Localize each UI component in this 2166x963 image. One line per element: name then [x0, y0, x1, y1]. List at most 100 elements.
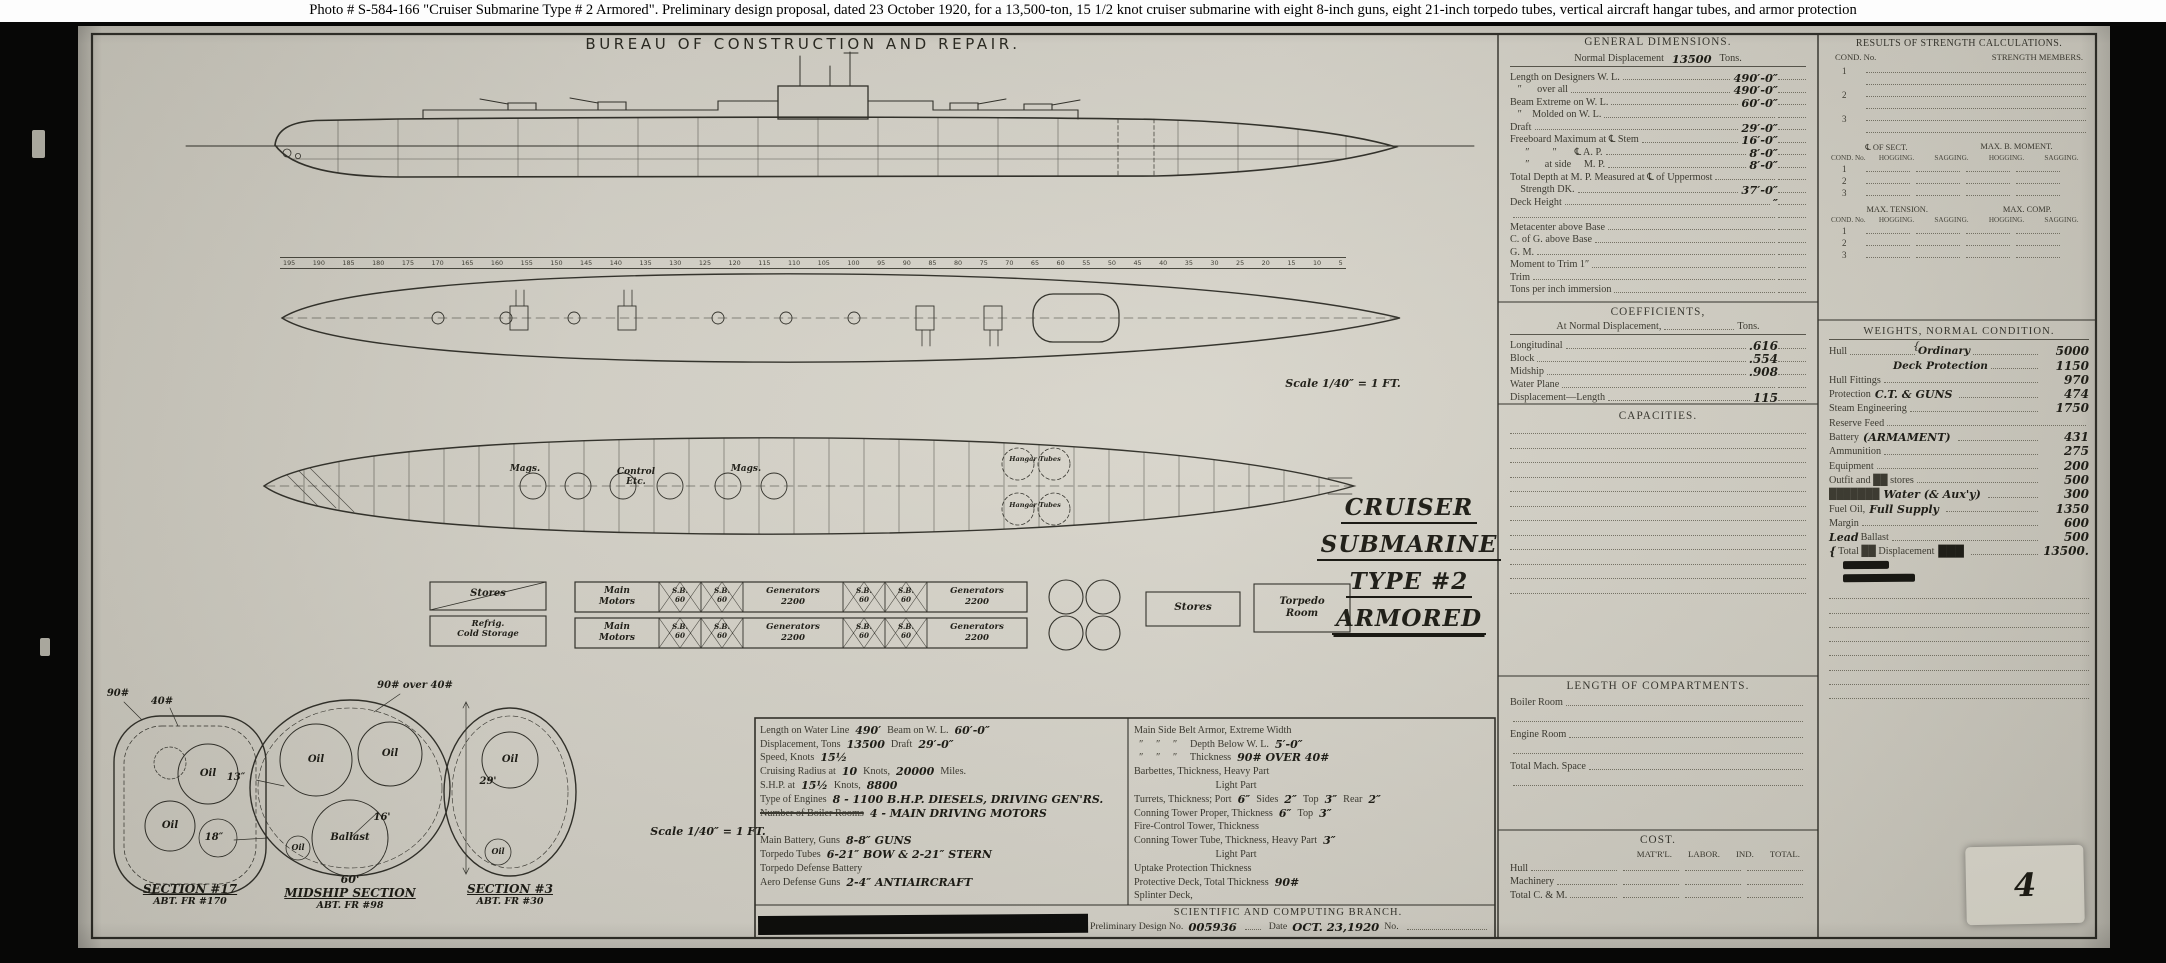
frame-number: 160 — [490, 258, 504, 267]
main-motors-line: Motors — [599, 596, 635, 607]
magazines-aft-label: Mags. — [730, 464, 762, 474]
divider — [1510, 66, 1806, 67]
form-row: ″ at side M. P. 8′-0″ — [1510, 158, 1806, 171]
form-row: Beam Extreme on W. L. 60′-0″ — [1510, 95, 1806, 108]
form-row — [1510, 772, 1806, 788]
field-label: Torpedo Tubes — [760, 848, 821, 860]
field-value: 29′-0″ — [918, 737, 954, 751]
frame-number: 90 — [902, 258, 911, 267]
form-row: 1 — [1829, 162, 2089, 174]
field-label: Torpedo Defense Battery — [760, 862, 863, 874]
form-row: 2 — [1829, 174, 2089, 186]
dotted-leader — [1778, 204, 1806, 205]
dotted-leader — [1510, 433, 1806, 434]
dotted-leader — [1778, 291, 1806, 293]
form-row: Hull — [1510, 860, 1806, 874]
field-label: Main Battery, Guns — [760, 835, 840, 847]
field-label: Speed, Knots — [760, 752, 815, 764]
field-label: Displacement—Length — [1510, 392, 1606, 403]
field-label: Draft — [890, 738, 913, 750]
field-value: 13500 — [846, 737, 885, 751]
form-row: 3 — [1829, 248, 2089, 260]
main-motors-line: Main — [604, 622, 630, 632]
dotted-leader — [1605, 154, 1747, 155]
ballast-tank-label: Ballast — [330, 832, 370, 843]
dotted-leader — [1406, 928, 1487, 930]
frame-number: 145 — [580, 258, 593, 267]
machinery-diagram — [429, 579, 1351, 651]
dotted-leader — [1778, 79, 1806, 80]
form-row: Fuel Oil, Full Supply 1350 — [1829, 500, 2089, 515]
film-speck — [40, 638, 50, 656]
dotted-leader — [1966, 256, 2010, 258]
scale-note-upper: Scale 1/40″ = 1 FT. — [1285, 377, 1401, 390]
column-header: HOGGING. — [1988, 154, 2025, 162]
blank-form-row — [1510, 553, 1806, 568]
oil-tank-label: Oil — [307, 754, 325, 765]
panel-title: GENERAL DIMENSIONS. — [1584, 36, 1732, 48]
dimension-18in-label: 18″ — [204, 832, 224, 843]
dotted-leader — [1513, 784, 1803, 786]
field-value: 2″ — [1368, 792, 1381, 806]
dotted-leader — [1570, 897, 1617, 898]
condition-number: 3 — [1842, 113, 1847, 124]
dotted-leader — [1513, 720, 1803, 722]
handwritten-insert: Water (& Aux'y) — [1883, 488, 1981, 502]
dotted-leader — [2016, 182, 2060, 184]
dotted-leader — [1866, 83, 2086, 85]
brace-mark: { — [1913, 340, 1920, 352]
spec-row: Number of Boiler Rooms 4 - MAIN DRIVING … — [760, 805, 1122, 819]
dotted-leader — [1891, 539, 2038, 541]
field-value: .908 — [1748, 365, 1778, 379]
field-value: 16′-0″ — [1741, 133, 1778, 147]
dotted-leader — [1595, 241, 1775, 243]
capacities-panel: CAPACITIES. — [1502, 410, 1814, 596]
field-label: ″ ″ ″ Thickness — [1134, 752, 1232, 764]
switchboard-label: S.B.60 — [671, 622, 688, 640]
frame-number: 195 — [283, 258, 296, 267]
field-value: Ordinary — [1918, 345, 1971, 358]
blank-form-row — [1510, 567, 1806, 582]
field-label: Uptake Protection Thickness — [1134, 862, 1252, 874]
field-label: Beam on W. L. — [887, 724, 949, 736]
field-label: Trim — [1510, 271, 1531, 283]
field-value: 275 — [2063, 444, 2089, 459]
dotted-leader — [1533, 279, 1775, 280]
blank-form-row — [1510, 451, 1806, 466]
dotted-leader — [1970, 553, 2038, 555]
dotted-leader — [1778, 229, 1806, 230]
specs-left: Length on Water Line 490′ Beam on W. L. … — [760, 722, 1122, 888]
dotted-leader — [1546, 373, 1746, 375]
spec-row: Torpedo Defense Battery — [760, 860, 1122, 874]
main-motors-label: Main Motors — [575, 622, 659, 643]
switchboard-label: S.B.60 — [713, 622, 730, 640]
frame-number: 35 — [1184, 258, 1193, 267]
dotted-leader — [1945, 511, 2038, 513]
dotted-leader — [1829, 612, 2089, 614]
field-label: Conning Tower Proper, Thickness — [1134, 807, 1273, 819]
column-header: MAT'R'L. — [1636, 849, 1672, 859]
spec-row: ″ ″ ″ Thickness 90# OVER 40# — [1134, 750, 1492, 764]
form-row: 1 — [1829, 224, 2089, 236]
field-value: 2″ — [1284, 792, 1297, 806]
dotted-leader — [1829, 684, 2089, 686]
frame-number: 25 — [1236, 258, 1245, 267]
frame-number: 10 — [1312, 258, 1322, 267]
form-row: Midship .908 — [1510, 364, 1806, 379]
form-row: Ammunition 275 — [1829, 443, 2089, 457]
dotted-leader — [1747, 870, 1803, 871]
field-label: Knots, — [833, 779, 861, 791]
dotted-leader — [1884, 453, 2038, 455]
field-label: Top — [1302, 793, 1319, 805]
dotted-leader — [1916, 170, 1960, 172]
dotted-leader — [1623, 897, 1679, 898]
dotted-leader — [1537, 360, 1746, 362]
form-row: Machinery — [1510, 874, 1806, 887]
ship-title-line: ARMORED — [1331, 605, 1487, 635]
length-of-compartments-panel: LENGTH OF COMPARTMENTS. Boiler Room Engi… — [1502, 680, 1814, 788]
dotted-leader — [1966, 244, 2010, 246]
